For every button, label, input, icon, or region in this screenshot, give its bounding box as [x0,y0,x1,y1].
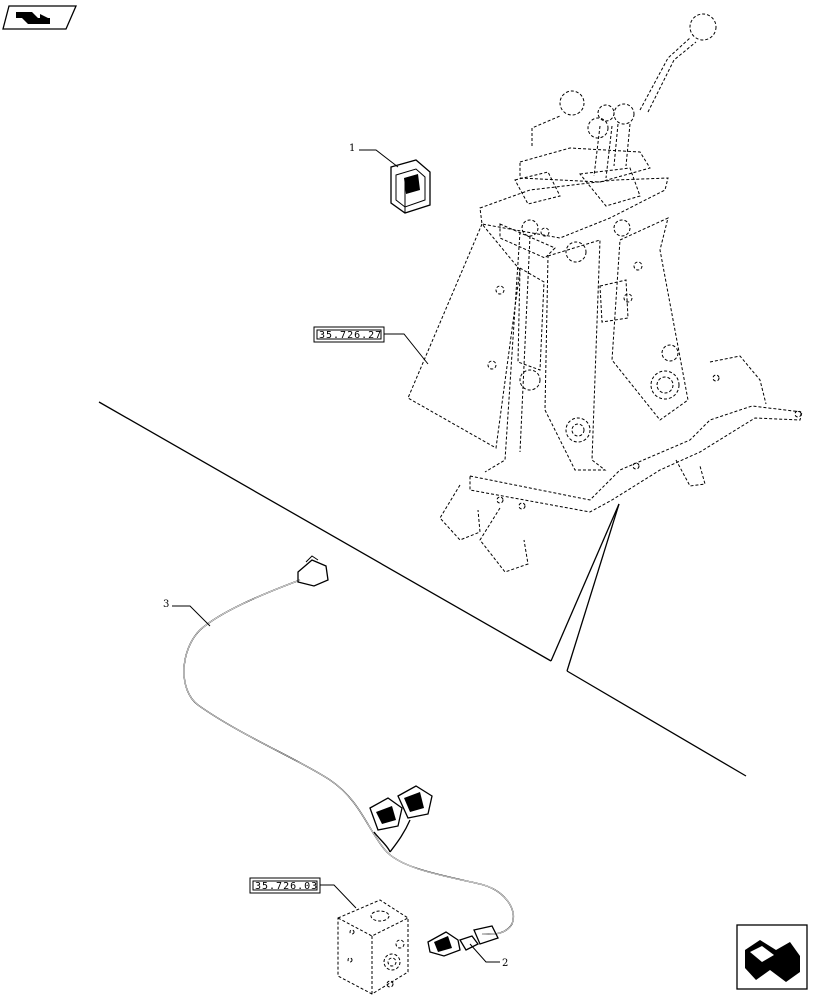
reference-box-upper[interactable]: 35.726.27 [313,326,429,365]
reference-box-lower[interactable]: 35.726.03 [249,877,357,909]
svg-text:35.726.27: 35.726.27 [319,330,382,341]
navigation-arrow-icon[interactable] [736,924,808,990]
book-arrow-icon[interactable] [2,5,77,30]
svg-text:3: 3 [163,599,169,610]
sensor-lead [427,925,499,957]
valve-block [337,899,409,995]
separator-lines [98,401,747,777]
callout-3: 3 [163,599,211,627]
svg-text:35.726.03: 35.726.03 [255,881,318,892]
wiring-harness [183,555,514,935]
callout-2: 2 [469,943,508,969]
callout-1: 1 [349,143,399,168]
rocker-switch [390,159,431,214]
svg-text:1: 1 [349,143,355,154]
control-stand [407,13,803,573]
svg-text:2: 2 [502,958,508,969]
